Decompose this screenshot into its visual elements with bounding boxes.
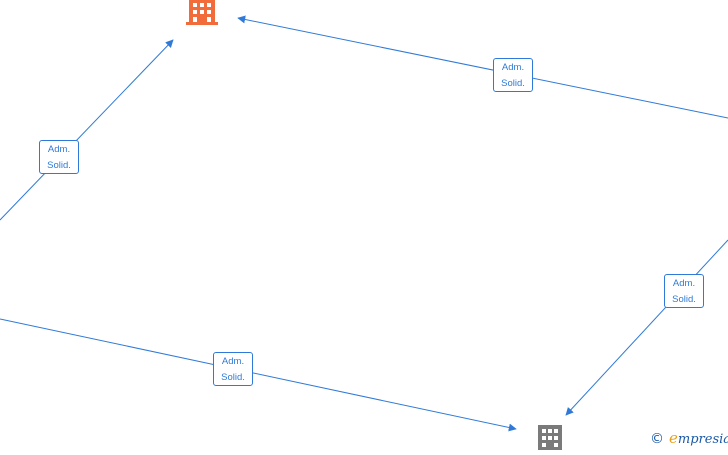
brand-initial: e [669, 429, 678, 447]
edge-label-line1: Adm. [47, 144, 71, 155]
edge-label-line2: Solid. [501, 78, 525, 89]
edge-label-line1: Adm. [501, 62, 525, 73]
brand-name: mpresia [677, 432, 728, 447]
edge-line-top [237, 15, 728, 119]
edge-label[interactable]: Adm. Solid. [664, 274, 704, 308]
edge-label-line1: Adm. [221, 356, 245, 367]
building-icon[interactable] [186, 0, 218, 31]
edge-label-line2: Solid. [672, 294, 696, 305]
edge-label-line1: Adm. [672, 278, 696, 289]
edge-label[interactable]: Adm. Solid. [39, 140, 79, 174]
edge-line-left [0, 39, 174, 221]
building-icon[interactable] [538, 425, 562, 455]
edge-label-line2: Solid. [47, 160, 71, 171]
edge-line-right [565, 239, 728, 416]
edge-label[interactable]: Adm. Solid. [493, 58, 533, 92]
edge-label[interactable]: Adm. Solid. [213, 352, 253, 386]
empresia-watermark: © empresia [650, 429, 728, 447]
edge-label-line2: Solid. [221, 372, 245, 383]
edge-line-bottom [0, 318, 517, 432]
copyright-symbol: © [650, 431, 664, 447]
